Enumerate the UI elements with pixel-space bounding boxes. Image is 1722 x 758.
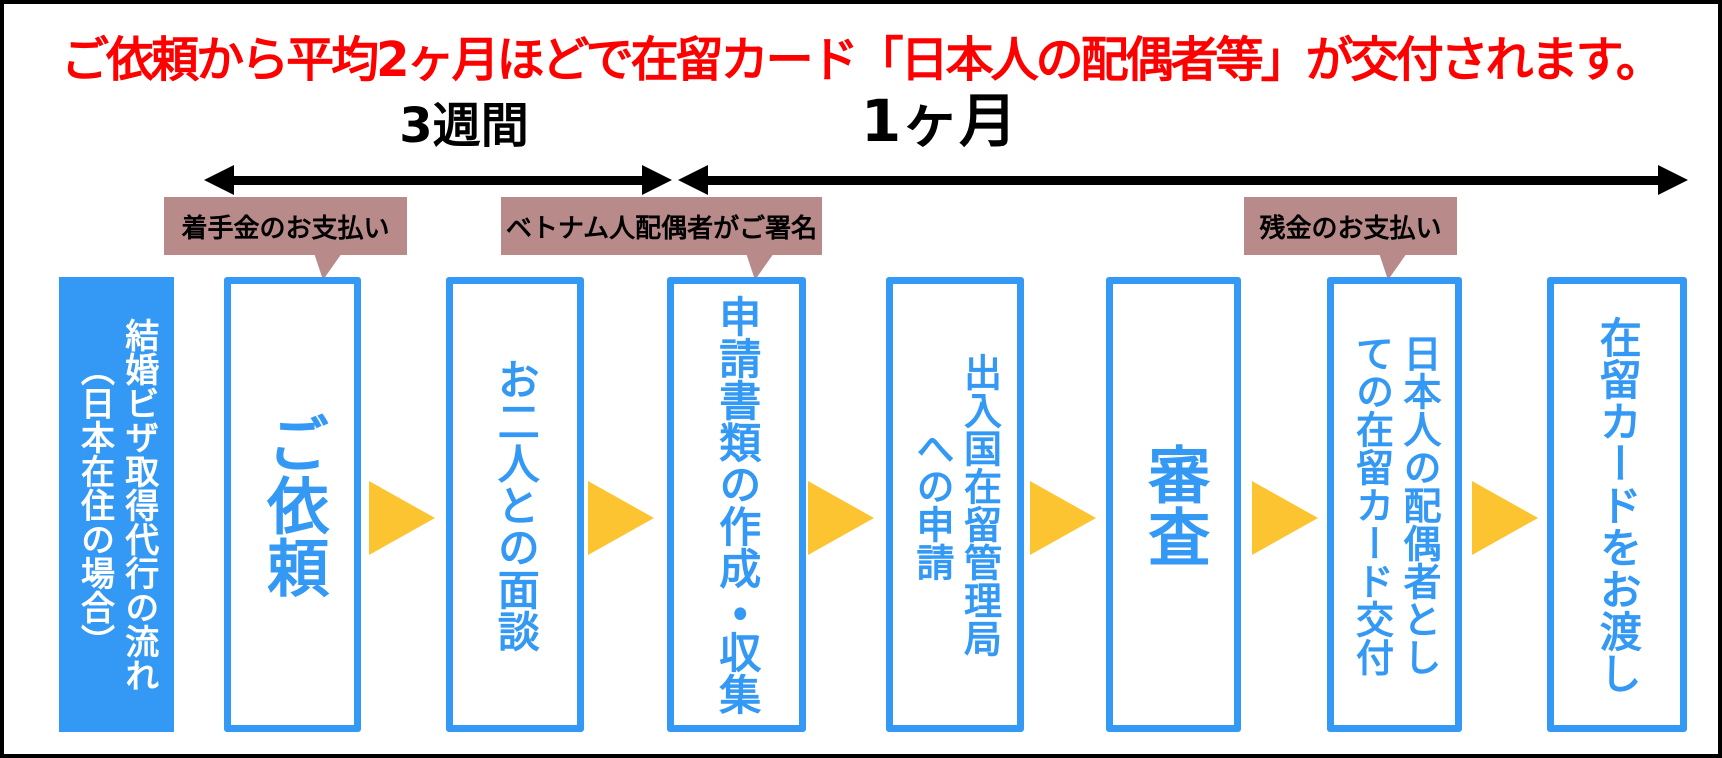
step-label: 日本人の配偶者とし ての在留カード交付 <box>1349 333 1442 676</box>
intro-box-label: 結婚ビザ取得代行の流れ （日本在住の場合） <box>74 317 159 692</box>
step-box-card-delivery: 在留カードをお渡し <box>1547 277 1687 732</box>
step-box-request: ご依頼 <box>224 277 361 732</box>
flow-arrow-icon <box>1472 481 1538 555</box>
flow-arrow-icon <box>588 481 654 555</box>
step-box-document-preparation: 申請書類の作成・収集 <box>667 277 806 732</box>
callout-tail-icon <box>314 253 342 280</box>
flow-arrow-icon <box>369 481 435 555</box>
step-label: ご依頼 <box>256 411 330 598</box>
intro-box-process-overview: 結婚ビザ取得代行の流れ （日本在住の場合） <box>59 277 174 732</box>
step-label: 在留カードをお渡し <box>1593 315 1643 694</box>
flow-arrow-icon <box>1030 481 1096 555</box>
timeline-arrow-3-weeks <box>204 165 672 195</box>
callout-balance-payment: 残金のお支払い <box>1244 197 1457 280</box>
step-box-immigration-application: 出入国在留管理局 への申請 <box>886 277 1024 732</box>
step-label: お二人との面談 <box>491 357 541 652</box>
step-box-examination: 審査 <box>1106 277 1241 732</box>
step-label: 審査 <box>1137 442 1211 567</box>
callout-initial-payment-label: 着手金のお支払い <box>181 213 390 244</box>
step-box-interview: お二人との面談 <box>446 277 584 732</box>
flow-arrow-icon <box>1252 481 1318 555</box>
step-box-card-issuance: 日本人の配偶者とし ての在留カード交付 <box>1327 277 1462 732</box>
step-label: 出入国在留管理局 への申請 <box>910 352 1002 657</box>
callout-spouse-signature: ベトナム人配偶者がご署名 <box>501 197 822 280</box>
step-label: 申請書類の作成・収集 <box>712 294 762 715</box>
callout-tail-icon <box>1379 253 1407 280</box>
timeline-label-3-weeks: 3週間 <box>399 98 529 154</box>
callout-tail-icon <box>746 253 774 280</box>
callout-balance-payment-label: 残金のお支払い <box>1259 213 1442 244</box>
page-title: ご依頼から平均2ヶ月ほどで在留カード「日本人の配偶者等」が交付されます。 <box>61 32 1664 88</box>
callout-spouse-signature-label: ベトナム人配偶者がご署名 <box>505 213 818 244</box>
timeline-label-1-month: 1ヶ月 <box>860 87 1018 155</box>
flow-arrow-icon <box>808 481 874 555</box>
timeline-arrow-1-month <box>678 165 1688 195</box>
callout-initial-payment: 着手金のお支払い <box>164 197 407 280</box>
